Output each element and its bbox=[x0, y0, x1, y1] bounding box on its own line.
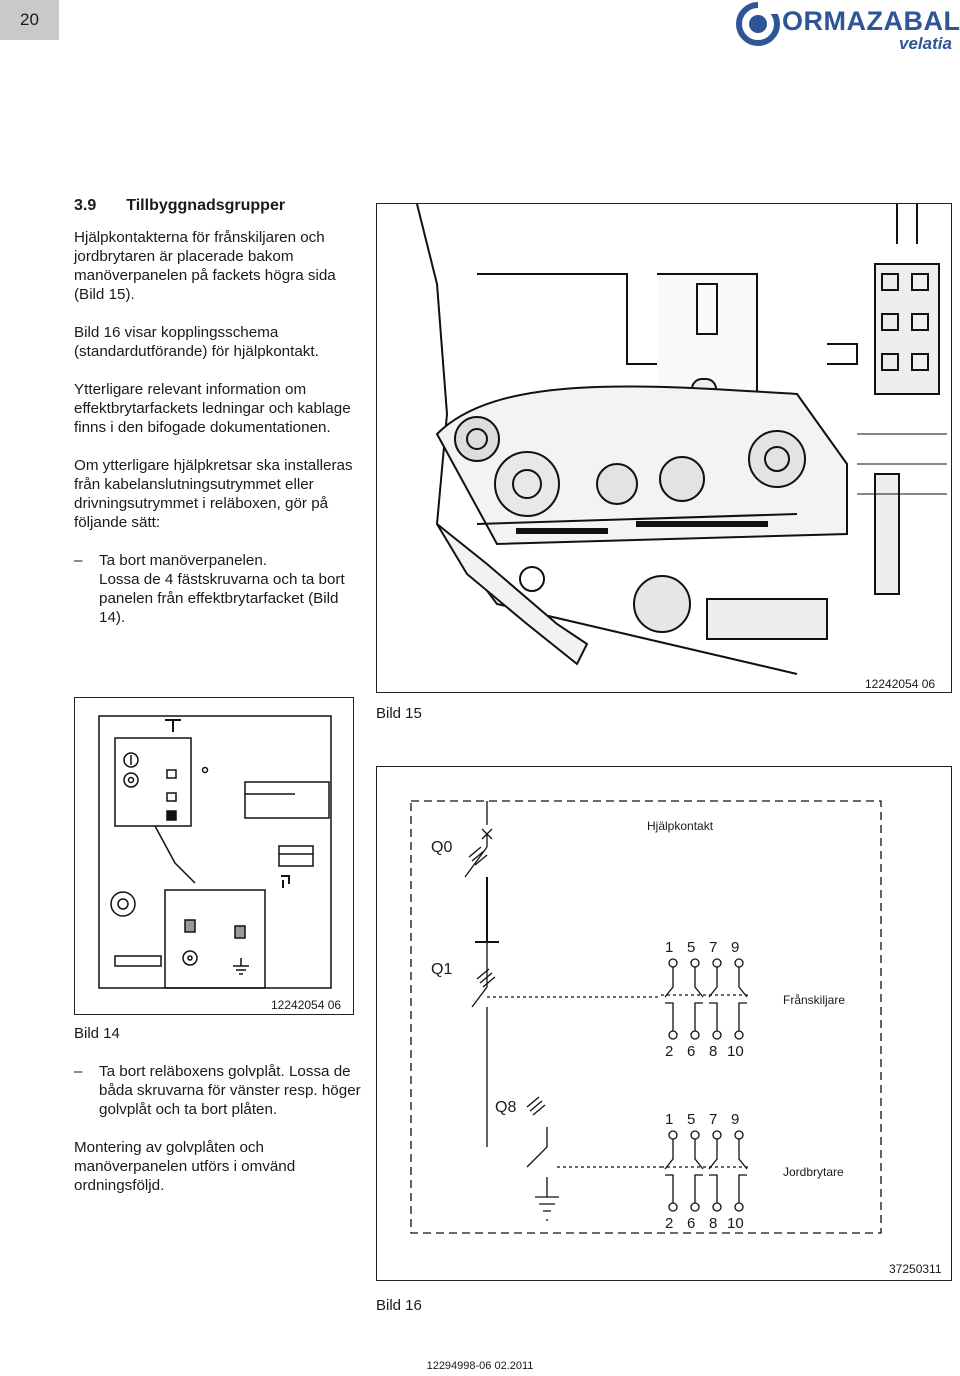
figure-15-mechanism: 12242054 06 10 bbox=[376, 203, 952, 693]
section-heading: 3.9 Tillbyggnadsgrupper bbox=[74, 196, 364, 215]
terminal-number: 1 bbox=[665, 939, 674, 956]
figure-14-ref: 12242054 06 09 bbox=[271, 998, 342, 1014]
logo-swirl-icon bbox=[736, 2, 780, 46]
terminal-number: 10 bbox=[727, 1043, 744, 1060]
logo-brand: ORMAZABAL bbox=[782, 6, 960, 36]
figure-14-caption: Bild 14 bbox=[74, 1025, 120, 1042]
step-item: Ta bort reläboxens golvplåt. Lossa de bå… bbox=[74, 1062, 364, 1119]
label-q1: Q1 bbox=[431, 961, 453, 978]
mechanism-drawing bbox=[416, 204, 947, 675]
paragraph: Om ytterligare hjälpkretsar ska installe… bbox=[74, 457, 353, 531]
terminal-number: 8 bbox=[709, 1043, 718, 1060]
label-franskiljare: Frånskiljare bbox=[783, 993, 846, 1007]
section-title: Tillbyggnadsgrupper bbox=[126, 197, 286, 214]
logo-subbrand: velatia bbox=[899, 34, 952, 53]
label-hjalpkontakt: Hjälpkontakt bbox=[647, 819, 714, 833]
figure-14-panel: 12242054 06 09 bbox=[74, 697, 354, 1015]
terminal-number: 2 bbox=[665, 1215, 674, 1232]
terminal-number: 6 bbox=[687, 1043, 696, 1060]
paragraph: Hjälpkontakterna för frånskiljaren och j… bbox=[74, 229, 336, 303]
figure-15-ref: 12242054 06 10 bbox=[865, 677, 936, 692]
figure-15-caption: Bild 15 bbox=[376, 705, 422, 722]
section-number: 3.9 bbox=[74, 197, 97, 214]
terminal-number: 6 bbox=[687, 1215, 696, 1232]
figure-16-wiring-diagram: Q0 Q1 Q8 Hjälpkontakt Frånskiljare Jordb… bbox=[376, 766, 952, 1281]
ormazabal-logo: ORMAZABAL velatia bbox=[736, 0, 960, 58]
terminal-number: 5 bbox=[687, 939, 696, 956]
terminal-number: 8 bbox=[709, 1215, 718, 1232]
terminal-number: 1 bbox=[665, 1111, 674, 1128]
terminal-number: 5 bbox=[687, 1111, 696, 1128]
aux-contacts-top bbox=[661, 958, 751, 1040]
figure-16-caption: Bild 16 bbox=[376, 1297, 422, 1314]
terminal-number: 2 bbox=[665, 1043, 674, 1060]
terminal-number: 9 bbox=[731, 939, 740, 956]
label-jordbrytare: Jordbrytare bbox=[783, 1165, 844, 1179]
step-item: Ta bort manöverpanelen. Lossa de 4 fästs… bbox=[74, 551, 364, 627]
terminal-number: 9 bbox=[731, 1111, 740, 1128]
terminal-number: 7 bbox=[709, 939, 718, 956]
label-q0: Q0 bbox=[431, 839, 453, 856]
terminal-number: 10 bbox=[727, 1215, 744, 1232]
aux-contacts-bottom bbox=[661, 1130, 751, 1212]
main-text: 3.9 Tillbyggnadsgrupper Hjälpkontakterna… bbox=[74, 196, 364, 627]
paragraph: Bild 16 visar kopplingsschema (standardu… bbox=[74, 324, 319, 360]
page-number: 20 bbox=[0, 0, 59, 40]
label-q8: Q8 bbox=[495, 1099, 517, 1116]
bottom-text: Ta bort reläboxens golvplåt. Lossa de bå… bbox=[74, 1062, 364, 1214]
panel-drawing bbox=[98, 715, 332, 989]
closing-paragraph: Montering av golvplåten och manöverpanel… bbox=[74, 1139, 296, 1194]
terminal-number: 7 bbox=[709, 1111, 718, 1128]
figure-16-ref: 37250311 bbox=[889, 1262, 942, 1276]
document-footer: 12294998-06 02.2011 bbox=[426, 1360, 534, 1372]
wiring-schematic bbox=[410, 800, 882, 1234]
paragraph: Ytterligare relevant information om effe… bbox=[74, 381, 351, 436]
